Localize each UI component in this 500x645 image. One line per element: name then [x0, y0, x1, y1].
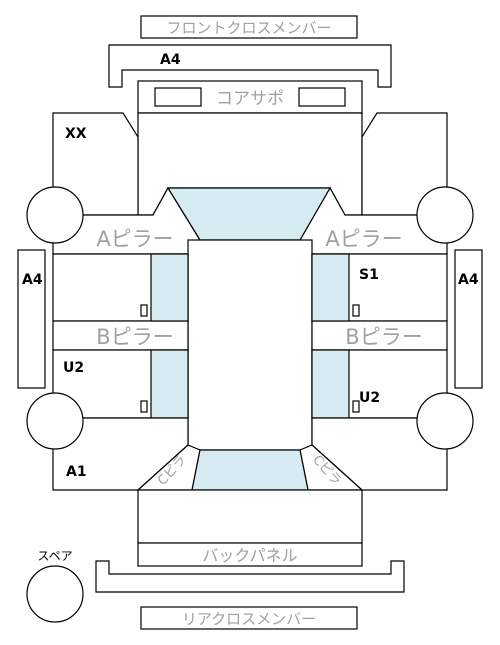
- front-window-right[interactable]: [311, 253, 350, 322]
- rear-right-wheel[interactable]: [416, 392, 474, 450]
- rear-left-code: A1: [66, 464, 87, 480]
- a-pillar-left-label: Aピラー: [96, 227, 173, 251]
- roof[interactable]: [187, 239, 313, 451]
- right-rear-door-code: U2: [359, 390, 380, 406]
- front-door-handle-left[interactable]: [140, 304, 148, 317]
- side-sill-left[interactable]: [17, 249, 46, 389]
- rear-left-wheel[interactable]: [26, 392, 84, 450]
- side-right-code: A4: [458, 272, 479, 288]
- front-bumper-bracket[interactable]: [108, 44, 392, 88]
- front-window-left[interactable]: [150, 253, 189, 322]
- a-pillar-right-label: Aピラー: [325, 227, 402, 251]
- rear-bumper-bracket[interactable]: [95, 560, 405, 593]
- rear-window-right[interactable]: [311, 349, 350, 419]
- hood-left-code: XX: [65, 126, 87, 142]
- rear-window[interactable]: [191, 449, 309, 491]
- right-front-door-code: S1: [359, 267, 379, 283]
- b-pillar-right[interactable]: [311, 320, 448, 351]
- front-cross-member-box[interactable]: [140, 15, 358, 39]
- b-pillar-left[interactable]: [52, 320, 189, 351]
- front-left-wheel[interactable]: [26, 186, 84, 244]
- spare-tire[interactable]: [26, 565, 84, 623]
- front-right-wheel[interactable]: [416, 186, 474, 244]
- headlight-left[interactable]: [154, 87, 202, 107]
- front-door-handle-right[interactable]: [352, 304, 360, 317]
- front-cross-member-code: A4: [160, 52, 181, 68]
- side-left-code: A4: [22, 272, 43, 288]
- front-cross-member-label: フロントクロスメンバー: [166, 19, 331, 37]
- rear-window-left[interactable]: [150, 349, 189, 419]
- core-support-label: コアサポ: [216, 89, 284, 109]
- rear-cross-member-box[interactable]: [140, 606, 358, 630]
- spare-label: スペア: [37, 549, 72, 563]
- rear-cross-member-label: リアクロスメンバー: [182, 610, 316, 628]
- rear-door-handle-right[interactable]: [352, 400, 360, 413]
- headlight-right[interactable]: [298, 87, 346, 107]
- rear-door-handle-left[interactable]: [140, 400, 148, 413]
- b-pillar-left-label: Bピラー: [96, 325, 173, 349]
- left-rear-door-code: U2: [63, 360, 84, 376]
- b-pillar-right-label: Bピラー: [345, 325, 422, 349]
- trunk-lid[interactable]: [137, 489, 363, 544]
- back-panel-label: バックパネル: [202, 546, 297, 565]
- back-panel[interactable]: [137, 542, 363, 567]
- side-sill-right[interactable]: [454, 249, 483, 389]
